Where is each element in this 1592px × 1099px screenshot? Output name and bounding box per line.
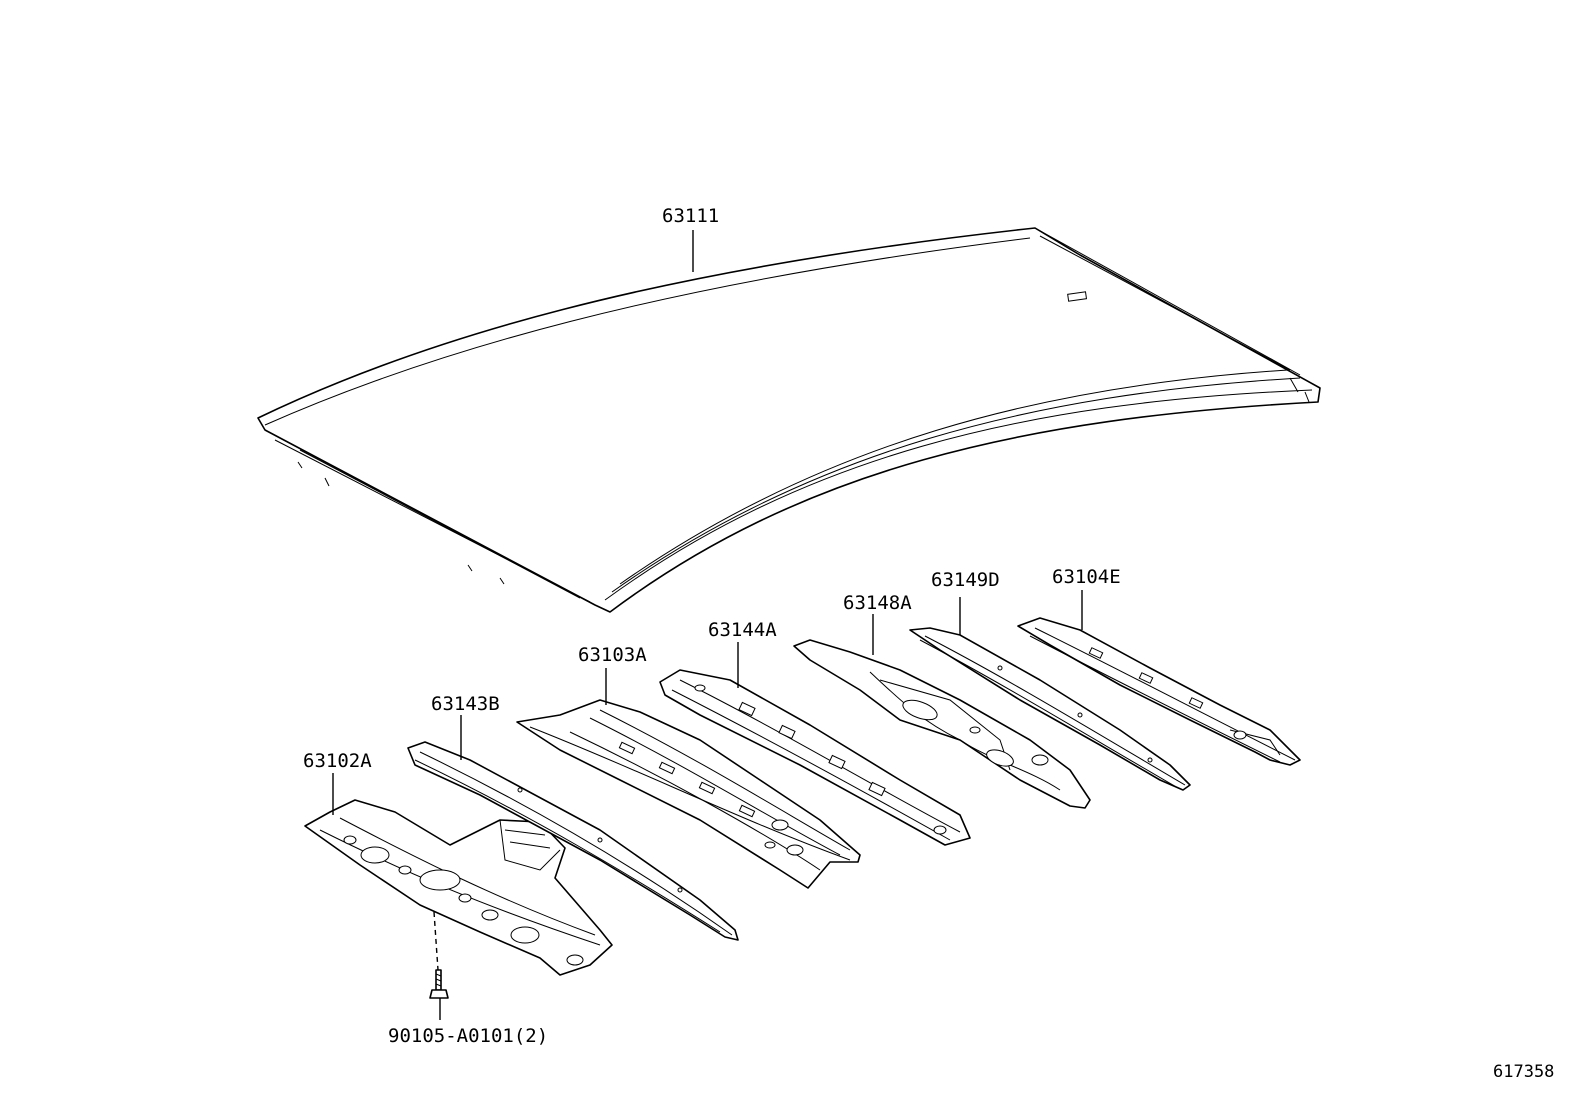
front-header-rail[interactable] <box>304 799 613 976</box>
label-63149d[interactable]: 63149D <box>931 569 1000 591</box>
label-63144a[interactable]: 63144A <box>708 619 777 641</box>
bolt[interactable] <box>429 969 449 999</box>
label-63143b[interactable]: 63143B <box>431 693 500 715</box>
roof-panel[interactable] <box>257 227 1321 613</box>
roof-bow-rail-143[interactable] <box>407 741 739 941</box>
label-63148a[interactable]: 63148A <box>843 592 912 614</box>
label-63104e[interactable]: 63104E <box>1052 566 1121 588</box>
roof-bow-rail-144[interactable] <box>659 669 971 846</box>
roof-bow-rail-103[interactable] <box>516 699 861 889</box>
diagram-reference-number: 617358 <box>1493 1062 1554 1082</box>
label-63103a[interactable]: 63103A <box>578 644 647 666</box>
roof-bow-rail-148[interactable] <box>793 639 1091 809</box>
label-90105-a0101[interactable]: 90105-A0101(2) <box>388 1025 548 1047</box>
label-63102a[interactable]: 63102A <box>303 750 372 772</box>
label-63111[interactable]: 63111 <box>662 205 719 227</box>
rear-header-rail[interactable] <box>1017 617 1301 766</box>
